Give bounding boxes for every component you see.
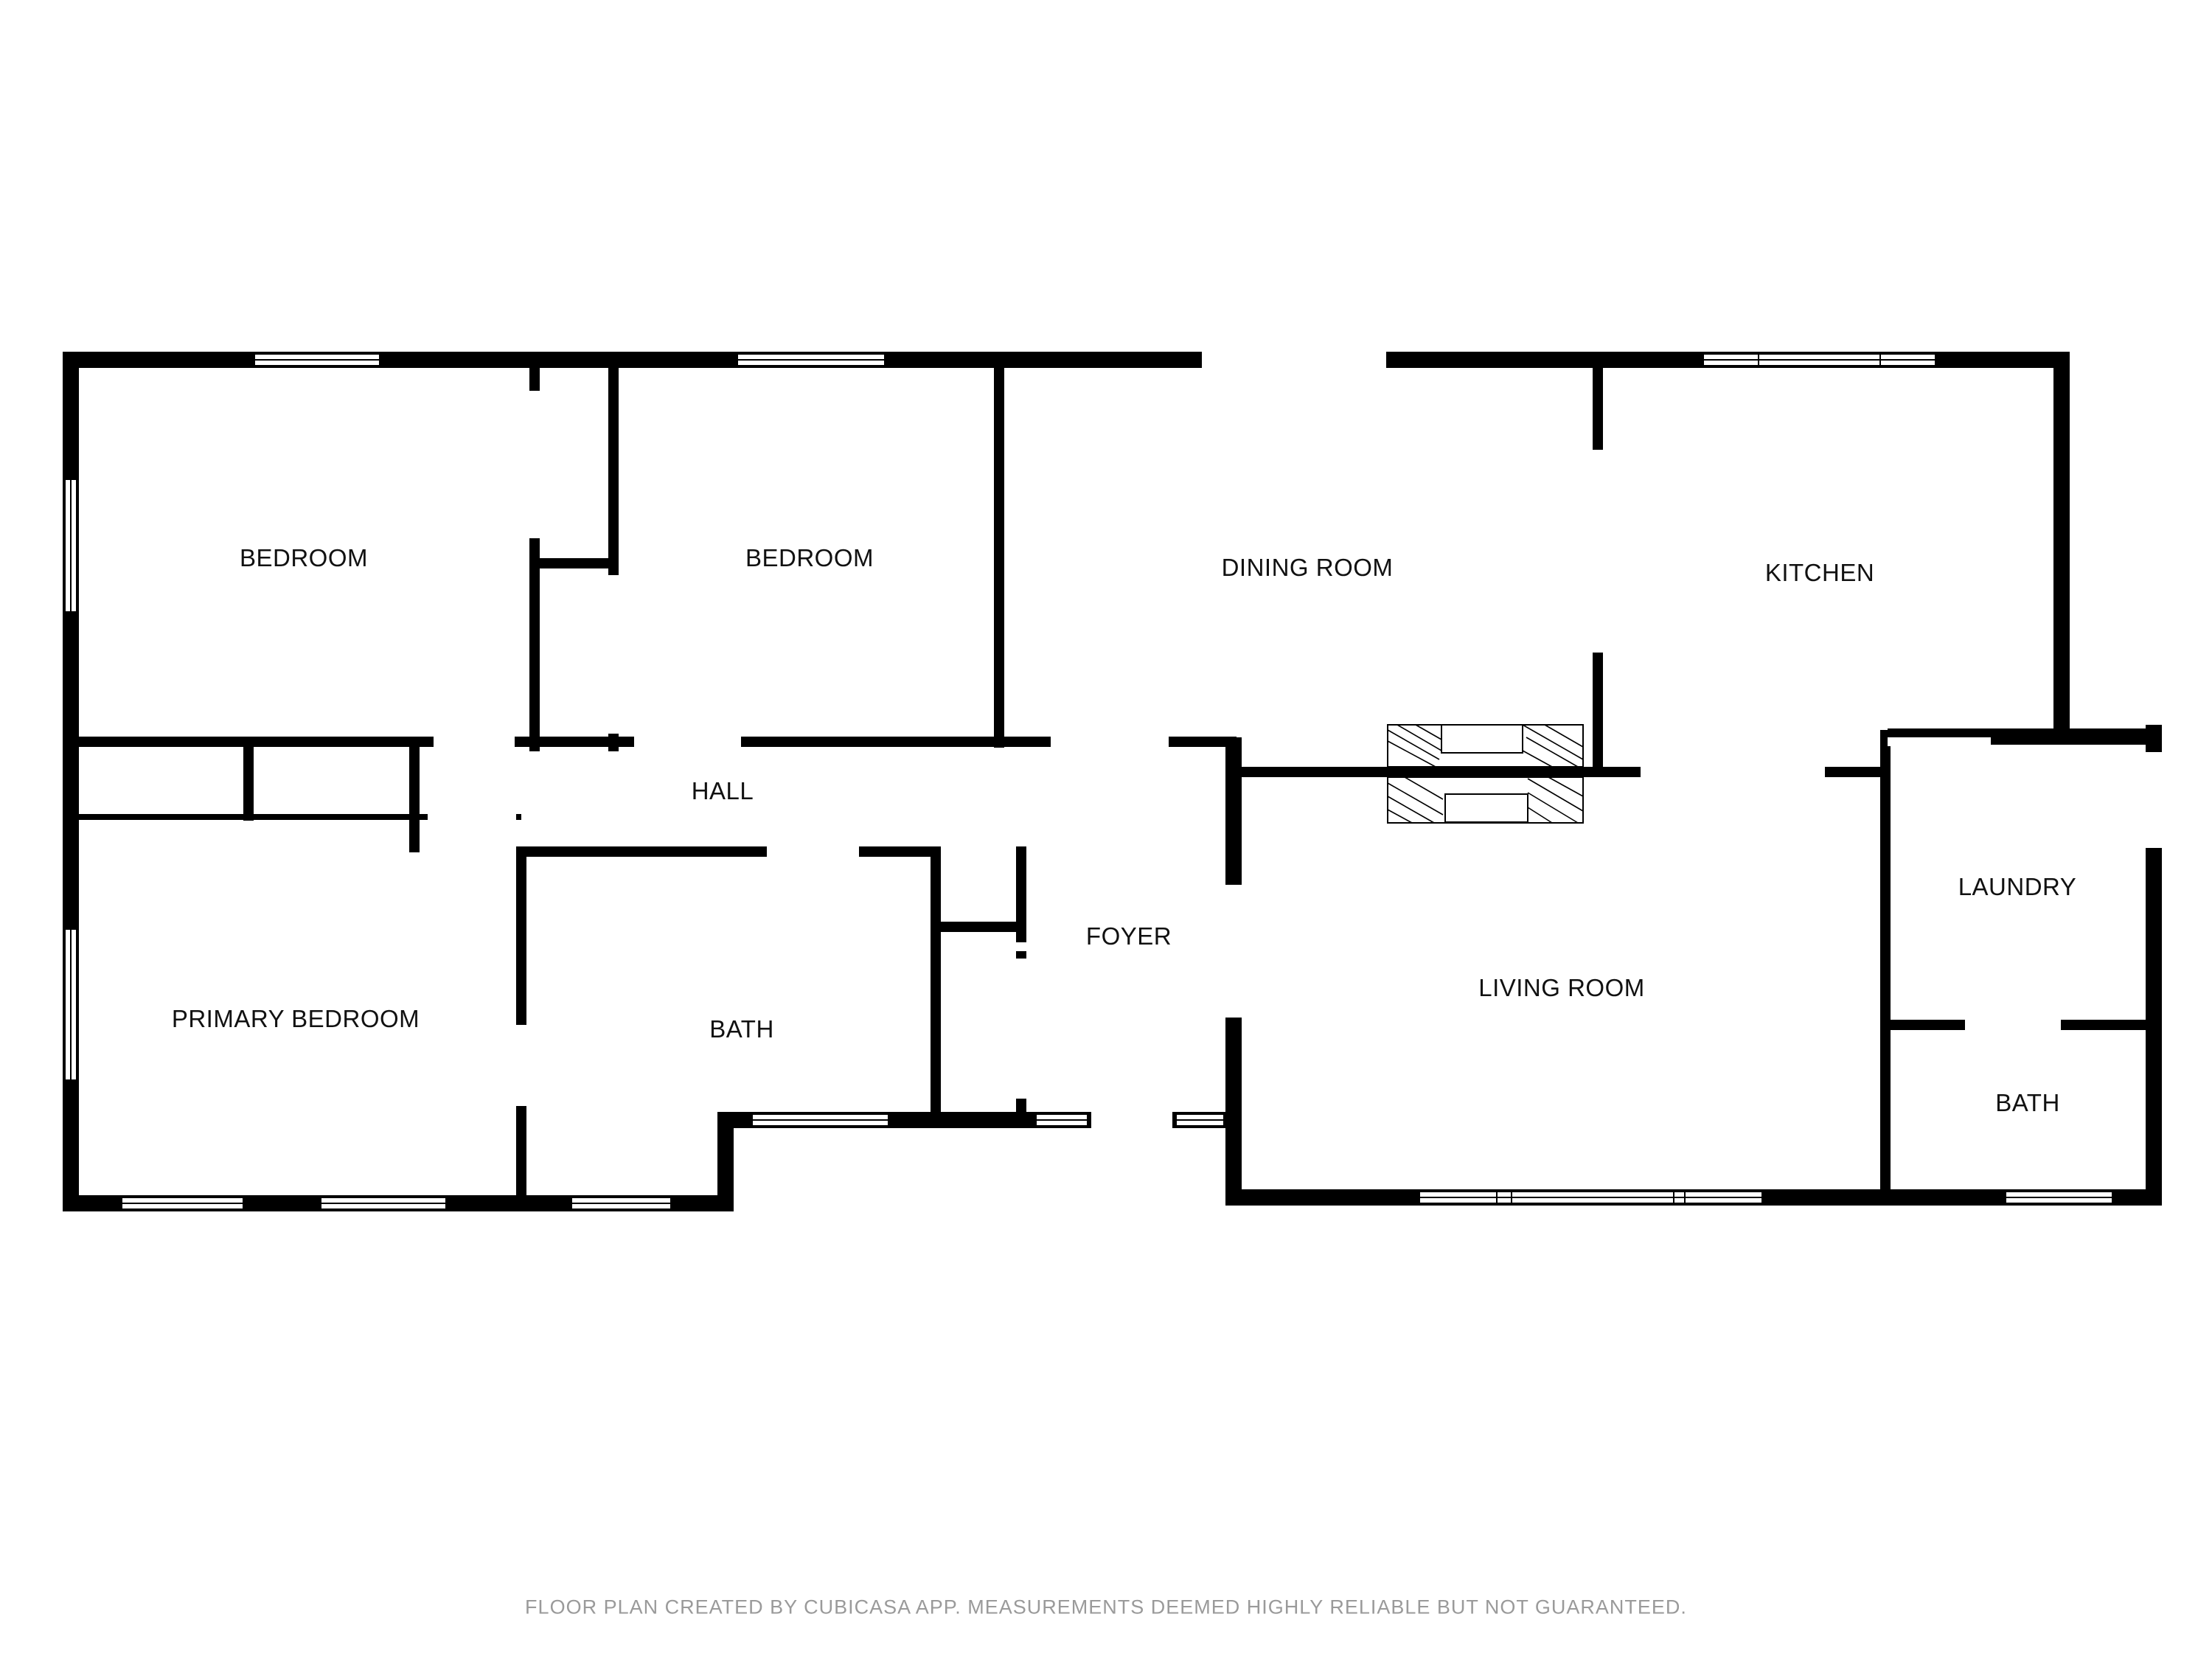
windows — [64, 353, 2113, 1210]
room-label-laundry: LAUNDRY — [1958, 873, 2077, 900]
room-label-bath-1: BATH — [709, 1015, 774, 1043]
exterior-walls — [63, 352, 2162, 1211]
room-label-bedroom-2: BEDROOM — [745, 544, 874, 571]
room-label-kitchen: KITCHEN — [1764, 559, 1875, 586]
footer-disclaimer: FLOOR PLAN CREATED BY CUBICASA APP. MEAS… — [525, 1596, 1687, 1618]
room-label-primary-bedroom: PRIMARY BEDROOM — [171, 1005, 420, 1032]
interior-walls — [79, 368, 2146, 1200]
room-label-dining-room: DINING ROOM — [1221, 554, 1394, 581]
room-label-foyer: FOYER — [1085, 922, 1172, 950]
door-openings — [428, 352, 2162, 1128]
room-label-hall: HALL — [691, 777, 754, 804]
fireplace — [1387, 724, 1584, 824]
room-label-living-room: LIVING ROOM — [1478, 974, 1645, 1001]
room-label-bath-2: BATH — [1995, 1089, 2060, 1116]
room-label-bedroom-1: BEDROOM — [239, 544, 369, 571]
